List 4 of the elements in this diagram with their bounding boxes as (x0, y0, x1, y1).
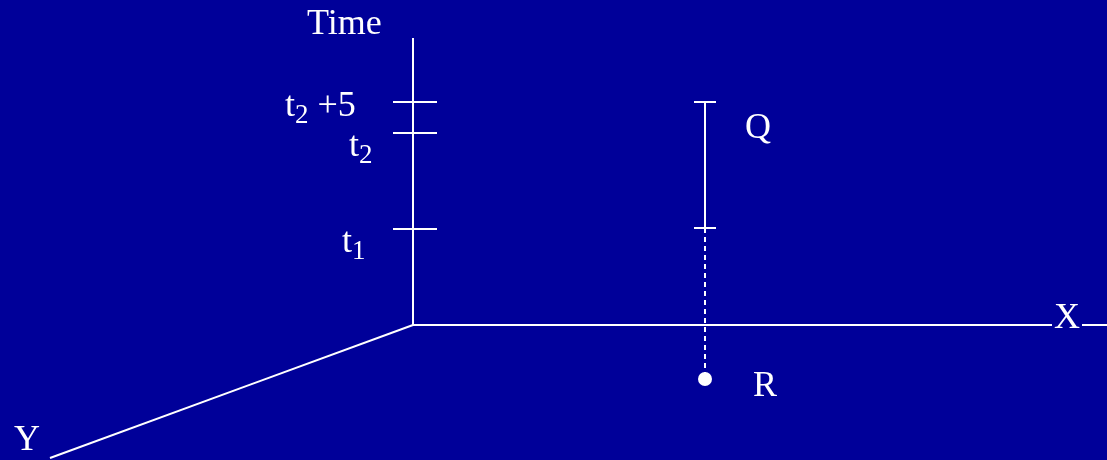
point-label: R (753, 366, 777, 402)
point-label: Q (745, 108, 771, 144)
interval-segment (693, 100, 717, 230)
point-dot (697, 371, 713, 387)
